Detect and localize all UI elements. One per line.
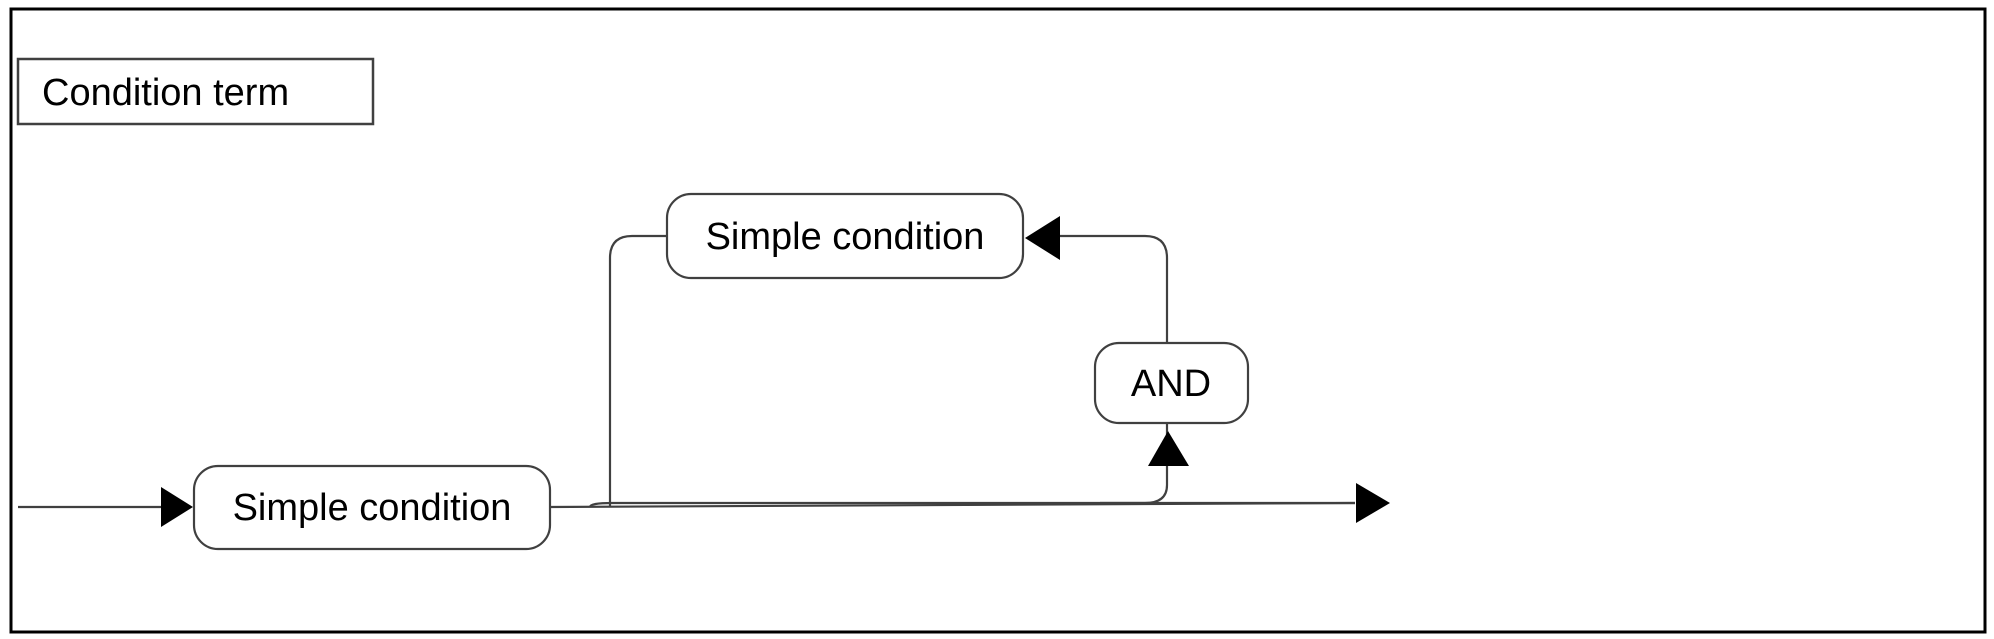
and-up-arrow-icon (1148, 431, 1189, 466)
node-and-operator-label: AND (1131, 363, 1211, 405)
node-and-operator[interactable] (1093, 341, 1250, 425)
loop-rail-right (1060, 234, 1169, 343)
exit-arrow-icon (1356, 483, 1390, 523)
loop-back-arrow-icon (1025, 216, 1060, 260)
loop-rail-left (608, 234, 667, 507)
title-box (16, 57, 375, 126)
and-rail (1100, 423, 1169, 505)
diagram-frame (9, 7, 1987, 634)
page-title: Condition term (42, 72, 289, 114)
loop-rail-left-junction (588, 501, 613, 508)
node-simple-condition-top-label: Simple condition (706, 216, 985, 258)
node-simple-condition-top[interactable] (665, 192, 1025, 280)
node-simple-condition-bottom-label: Simple condition (233, 487, 512, 529)
node-simple-condition-bottom[interactable] (192, 464, 552, 551)
entry-arrow-icon (161, 487, 193, 527)
